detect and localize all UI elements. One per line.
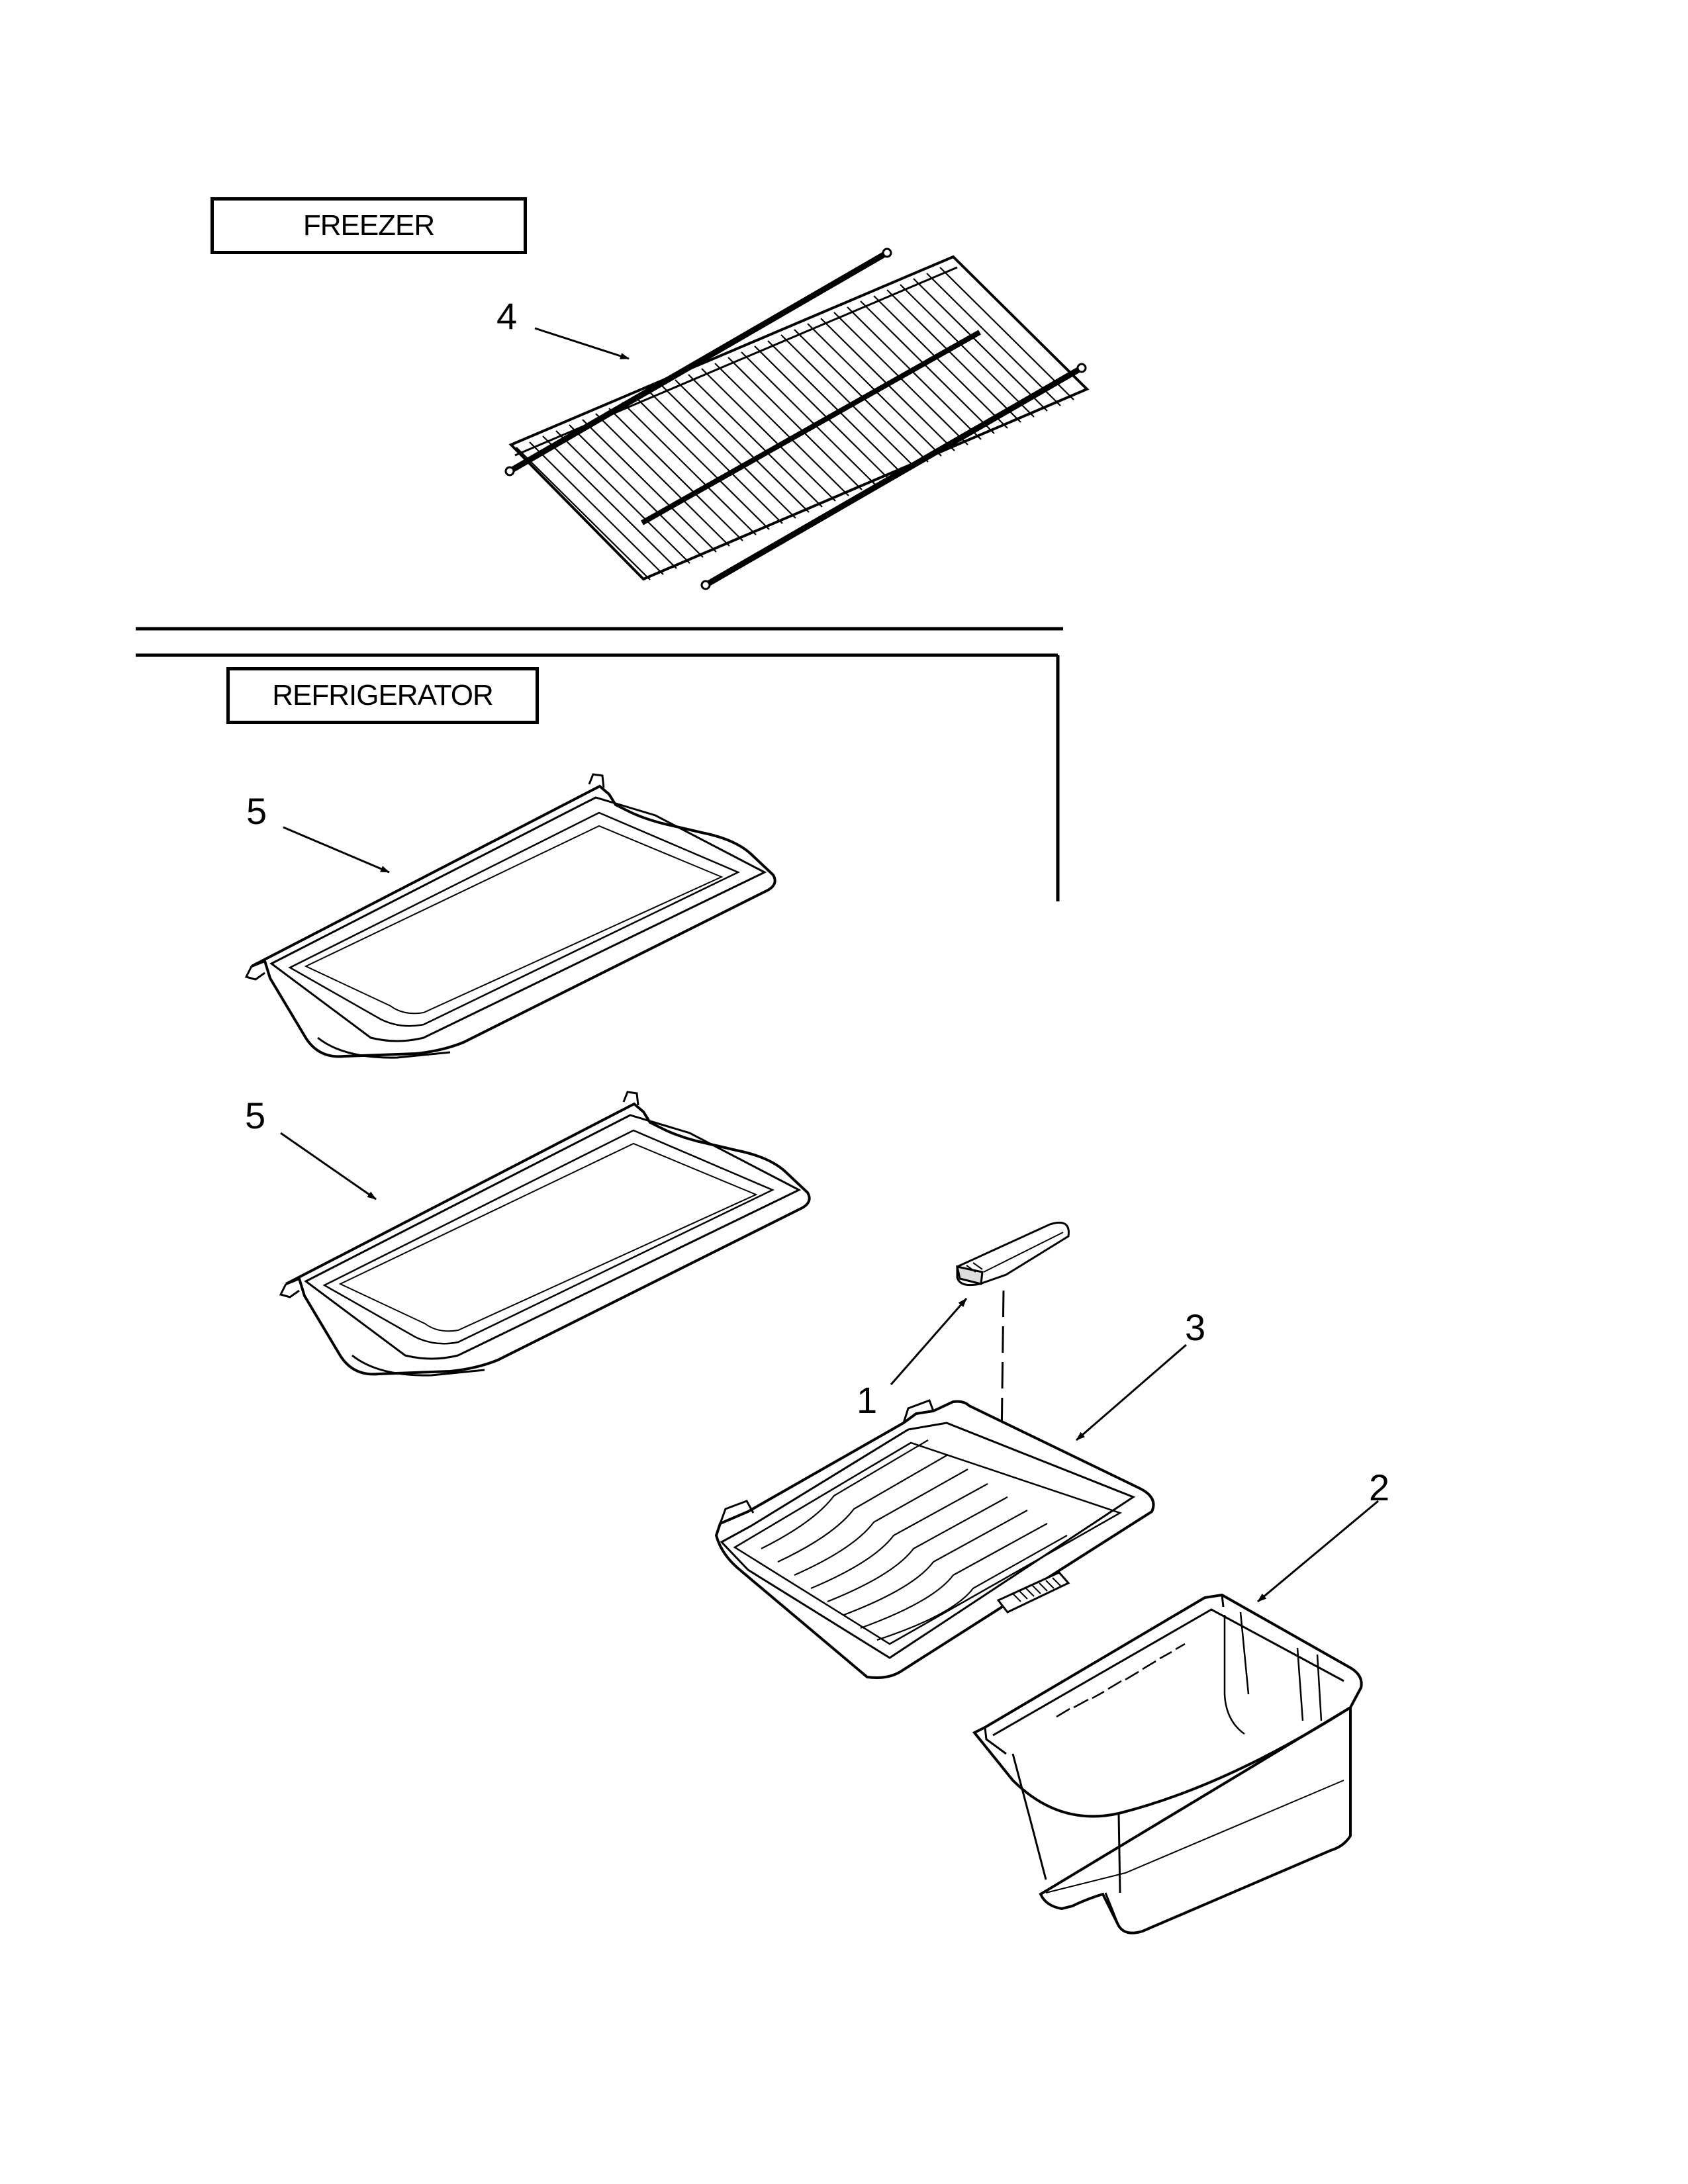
leader-5b bbox=[280, 1132, 377, 1201]
leader-4 bbox=[534, 327, 630, 360]
refrigerator-shelf-upper bbox=[244, 773, 776, 1059]
leader-3 bbox=[1076, 1343, 1187, 1441]
leader-2 bbox=[1257, 1500, 1379, 1603]
freezer-wire-shelf bbox=[504, 248, 1090, 590]
leader-arrows bbox=[280, 327, 1379, 1603]
leader-5a bbox=[283, 826, 390, 874]
callout-2: 2 bbox=[1369, 1467, 1390, 1508]
callout-4: 4 bbox=[496, 295, 518, 337]
callout-3: 3 bbox=[1185, 1306, 1206, 1348]
leader-1 bbox=[890, 1298, 968, 1385]
refrigerator-label-box: REFRIGERATOR bbox=[226, 667, 539, 724]
refrigerator-shelf-lower bbox=[279, 1091, 811, 1377]
callout-1: 1 bbox=[857, 1379, 878, 1421]
humidity-control-slide bbox=[956, 1221, 1070, 1287]
freezer-label: FREEZER bbox=[303, 209, 435, 242]
crisper-drawer bbox=[972, 1593, 1363, 1934]
callout-5b: 5 bbox=[245, 1095, 266, 1136]
callout-5a: 5 bbox=[246, 790, 267, 832]
crisper-cover bbox=[714, 1399, 1155, 1679]
section-dividers bbox=[136, 627, 1063, 901]
freezer-label-box: FREEZER bbox=[211, 197, 527, 254]
refrigerator-label: REFRIGERATOR bbox=[272, 679, 494, 711]
